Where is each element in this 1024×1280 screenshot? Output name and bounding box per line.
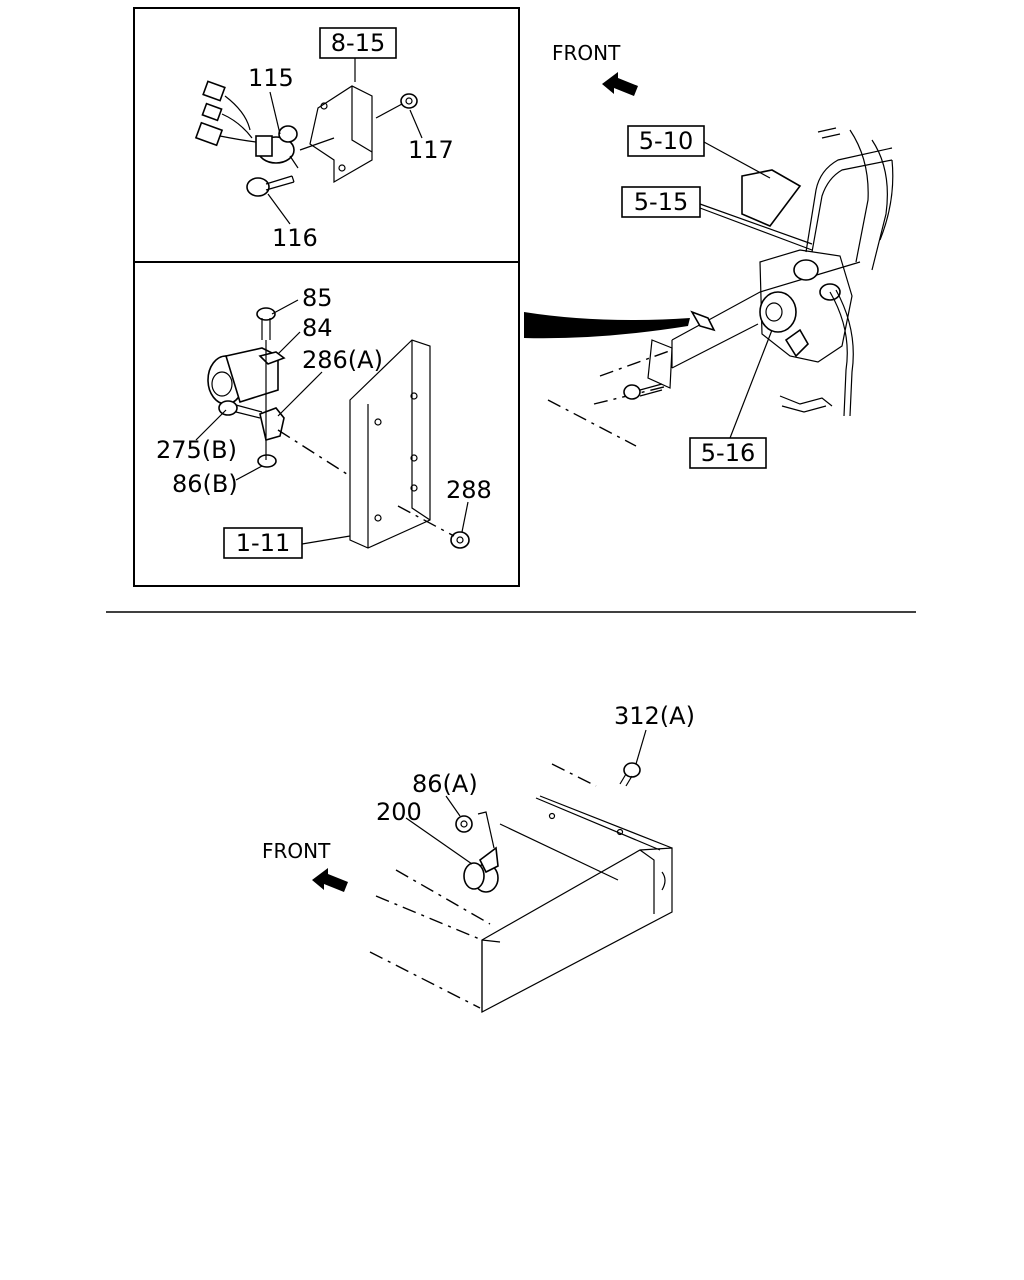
box-5-15 <box>621 186 701 218</box>
leader-275b <box>195 409 227 441</box>
label-200: 200 <box>376 798 422 826</box>
leader-117 <box>409 109 423 139</box>
label-275b: 275(B) <box>156 436 237 464</box>
label-286a: 286(A) <box>302 346 383 374</box>
label-5-15: 5-15 <box>634 188 688 216</box>
label-115: 115 <box>248 64 294 92</box>
label-85: 85 <box>302 284 333 312</box>
label-1-11: 1-11 <box>236 529 290 557</box>
label-5-16: 5-16 <box>701 439 755 467</box>
leader-200 <box>405 817 473 865</box>
label-312a: 312(A) <box>614 702 695 730</box>
nut-288-drawing <box>450 531 470 549</box>
bolt-275b-drawing <box>218 400 263 419</box>
box-1-11 <box>223 527 303 559</box>
leader-85 <box>271 299 299 315</box>
leader-5-15-b <box>699 207 813 251</box>
leader-86a <box>445 795 461 817</box>
call-out-arrow <box>524 312 690 339</box>
label-front-top: FRONT <box>552 41 621 65</box>
label-116: 116 <box>272 224 318 252</box>
label-86b: 86(B) <box>172 470 238 498</box>
leader-84 <box>277 331 301 355</box>
box-8-15 <box>319 27 397 59</box>
detail-panel-top <box>133 7 520 263</box>
detail-panel-bottom <box>133 261 520 587</box>
label-288: 288 <box>446 476 492 504</box>
label-5-10: 5-10 <box>639 127 693 155</box>
front-arrow-top <box>602 72 638 96</box>
bracket-strap <box>477 811 495 849</box>
leader-116-bracket <box>375 103 403 119</box>
label-8-15: 8-15 <box>331 29 385 57</box>
label-front-bottom: FRONT <box>262 839 331 863</box>
bracket-plate-1-11-drawing <box>349 339 431 549</box>
bolt-312a-drawing <box>619 762 641 787</box>
box-5-10 <box>627 125 705 157</box>
leader-115 <box>269 91 281 135</box>
bolt-85-drawing <box>256 307 276 340</box>
front-arrow-bottom <box>312 868 348 892</box>
label-86a: 86(A) <box>412 770 478 798</box>
leader-5-10 <box>703 141 771 179</box>
centerline-288 <box>397 505 455 537</box>
centerline-mount <box>277 429 351 477</box>
leader-86b <box>235 465 263 481</box>
nut-86a-drawing <box>455 815 473 833</box>
nut-117-drawing <box>400 93 418 109</box>
sensor-115-drawing <box>194 80 299 169</box>
frame-rail-drawing <box>369 763 673 1013</box>
box-5-16 <box>689 437 767 469</box>
frame-overview-drawing <box>547 127 894 447</box>
nut-86b-drawing <box>257 454 277 468</box>
bolt-116-drawing <box>246 175 295 197</box>
leader-5-16 <box>729 329 773 439</box>
bracket-8-15-drawing <box>299 85 373 184</box>
label-84: 84 <box>302 314 333 342</box>
leader-288 <box>461 501 469 533</box>
leader-312a <box>635 729 647 765</box>
leader-1-11 <box>301 535 351 545</box>
label-117: 117 <box>408 136 454 164</box>
leader-286a <box>277 371 323 417</box>
leader-116 <box>267 193 291 225</box>
leader-5-15-a <box>699 203 813 245</box>
bushing-200-drawing <box>463 846 499 893</box>
